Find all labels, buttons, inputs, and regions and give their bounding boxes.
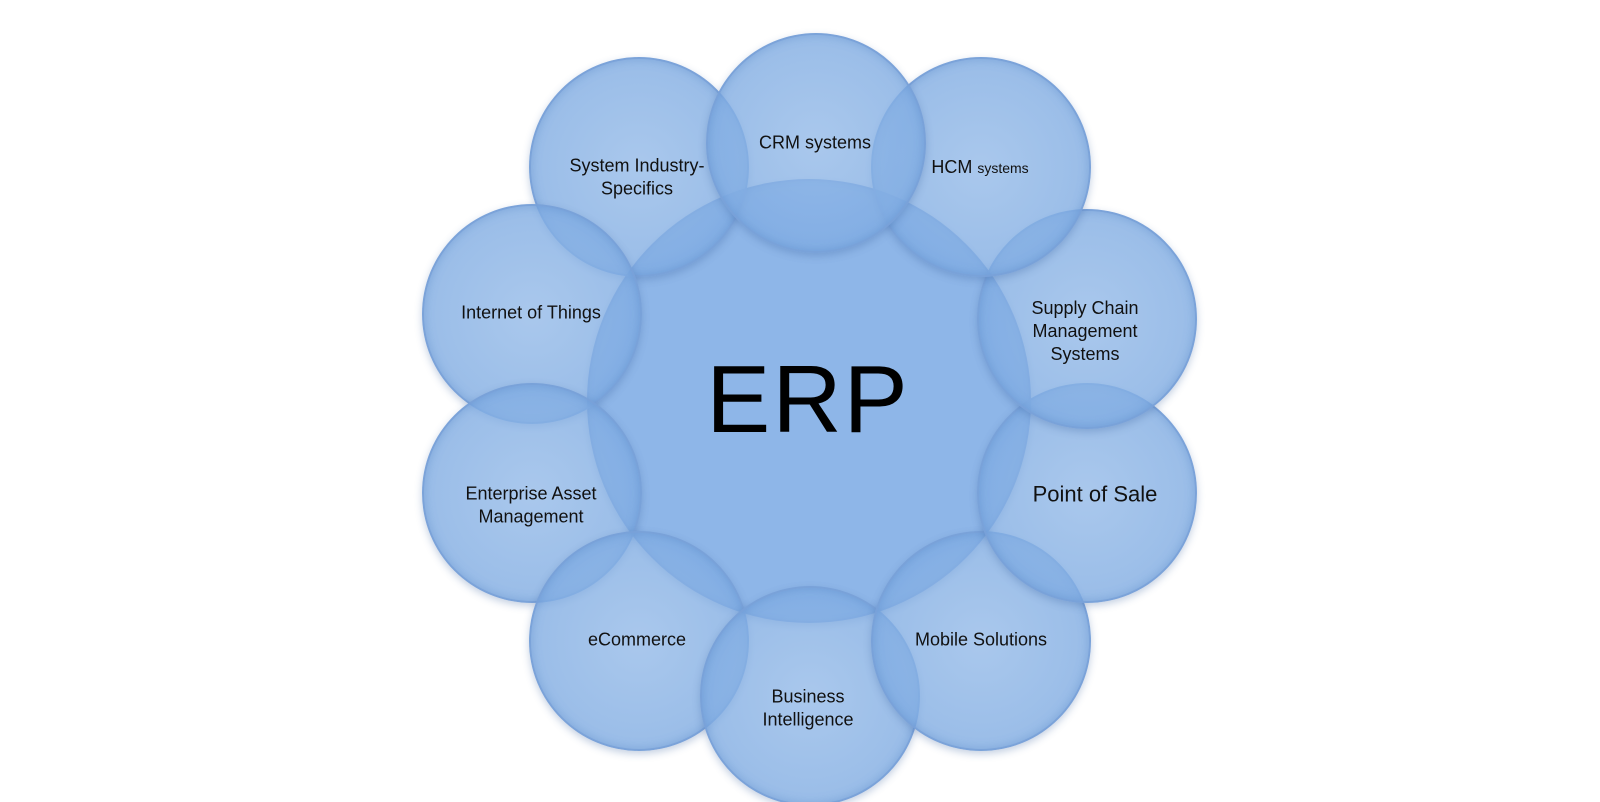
node-hcm-label: HCM systems: [931, 157, 1029, 177]
erp-center-label: ERP: [706, 346, 910, 453]
node-crm-label: CRM systems: [759, 132, 871, 153]
node-mobile-label: Mobile Solutions: [914, 629, 1048, 650]
node-iot-label: Internet of Things: [461, 302, 601, 323]
node-pos-label: Point of Sale: [1032, 481, 1158, 507]
node-bi-label: Business Intelligence: [762, 686, 854, 730]
node-industry-label: System Industry- Specifics: [569, 155, 705, 199]
node-ecommerce-label: eCommerce: [587, 629, 687, 650]
node-scm-label: Supply Chain Management Systems: [1031, 298, 1139, 364]
node-crm-circle: [706, 33, 926, 253]
node-eam-label: Enterprise Asset Management: [465, 483, 597, 527]
node-mobile-circle: [871, 531, 1091, 751]
